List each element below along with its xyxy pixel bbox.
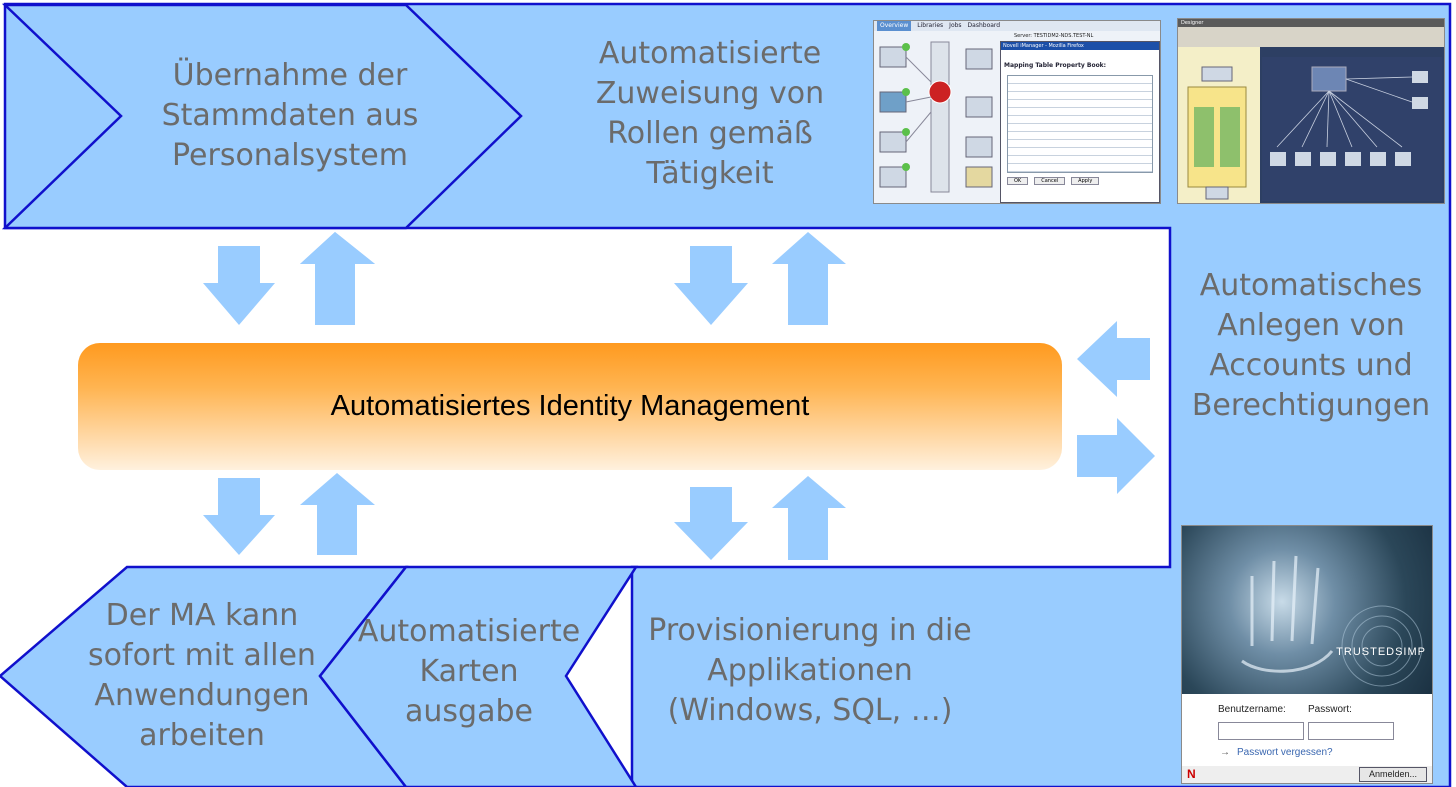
idm-dialog-heading: Mapping Table Property Book: xyxy=(1004,62,1107,69)
login-hero-image: TRUSTEDSIMP xyxy=(1182,526,1432,694)
idm-dialog-buttons: OK Cancel Apply xyxy=(1001,173,1159,189)
step-top-left-label: Übernahme der Stammdaten aus Personalsys… xyxy=(161,58,419,173)
designer-connections xyxy=(1270,66,1428,166)
step-bottom-right-label: Provisionierung in die Applikationen (Wi… xyxy=(648,613,972,728)
arrow-right-icon: → xyxy=(1220,747,1230,758)
designer-palette xyxy=(1178,47,1260,203)
chevron-bottom-middle xyxy=(318,565,639,787)
arrow-down xyxy=(203,478,275,555)
hand-graphic xyxy=(1241,555,1423,687)
username-label: Benutzername: xyxy=(1218,704,1286,715)
step-bottom-left-label: Der MA kann sofort mit allen Anwendungen… xyxy=(88,598,316,753)
novell-logo-icon: N xyxy=(1187,767,1196,781)
idm-tab: Libraries xyxy=(917,22,944,29)
designer-toolbar xyxy=(1178,27,1444,47)
forgot-password-link[interactable]: Passwort vergessen? xyxy=(1237,747,1333,758)
arrow-up xyxy=(772,476,846,560)
designer-titlebar: Designer xyxy=(1178,19,1444,27)
arrow-right xyxy=(1077,418,1155,494)
idm-server-line: Server: TESTIDM2-NDS.TEST-NL xyxy=(1014,33,1094,39)
idm-apply-button[interactable]: Apply xyxy=(1071,177,1100,185)
idm-driver-icons xyxy=(879,41,993,193)
step-bottom-middle-label: Automatisierte Karten ausgabe xyxy=(357,614,581,729)
idm-ok-button[interactable]: OK xyxy=(1007,177,1029,185)
idm-tab: Dashboard xyxy=(967,22,1001,29)
core-identity-management: Automatisiertes Identity Management xyxy=(78,343,1062,470)
idm-tab: Overview xyxy=(877,21,912,31)
username-input[interactable] xyxy=(1218,722,1304,740)
arrow-down xyxy=(203,246,275,325)
idm-cancel-button[interactable]: Cancel xyxy=(1034,177,1066,185)
arrow-left xyxy=(1077,321,1150,397)
arrow-up xyxy=(772,232,846,325)
step-top-middle-label: Automatisierte Zuweisung von Rollen gemä… xyxy=(595,36,825,191)
idm-dialog-title: Novell iManager - Mozilla Firefox xyxy=(1001,42,1159,50)
screenshot-idm-overview: Overview Libraries Jobs Dashboard Server… xyxy=(873,20,1161,204)
step-right-label: Automatisches Anlegen von Accounts und B… xyxy=(1191,268,1431,423)
login-button[interactable]: Anmelden... xyxy=(1359,767,1427,782)
idm-table xyxy=(1007,75,1153,173)
password-input[interactable] xyxy=(1308,722,1394,740)
login-form: Benutzername: Passwort: → Passwort verge… xyxy=(1182,694,1432,783)
login-screen: TRUSTEDSIMP Benutzername: Passwort: → Pa… xyxy=(1181,525,1433,784)
idm-tab: Jobs xyxy=(949,22,962,29)
idm-tab-bar: Overview Libraries Jobs Dashboard xyxy=(874,21,1160,31)
chevron-top-left xyxy=(1,3,523,230)
idm-dialog: Novell iManager - Mozilla Firefox Mappin… xyxy=(1000,41,1160,203)
arrow-down xyxy=(674,246,748,325)
arrow-up xyxy=(300,232,375,325)
core-label: Automatisiertes Identity Management xyxy=(330,390,810,422)
arrow-down xyxy=(674,487,748,560)
screenshot-designer: Designer xyxy=(1177,18,1445,204)
designer-workflow xyxy=(1187,66,1247,200)
password-label: Passwort: xyxy=(1308,704,1352,715)
arrow-up xyxy=(300,473,375,555)
login-brand: TRUSTEDSIMP xyxy=(1336,646,1426,658)
designer-canvas xyxy=(1262,57,1442,201)
